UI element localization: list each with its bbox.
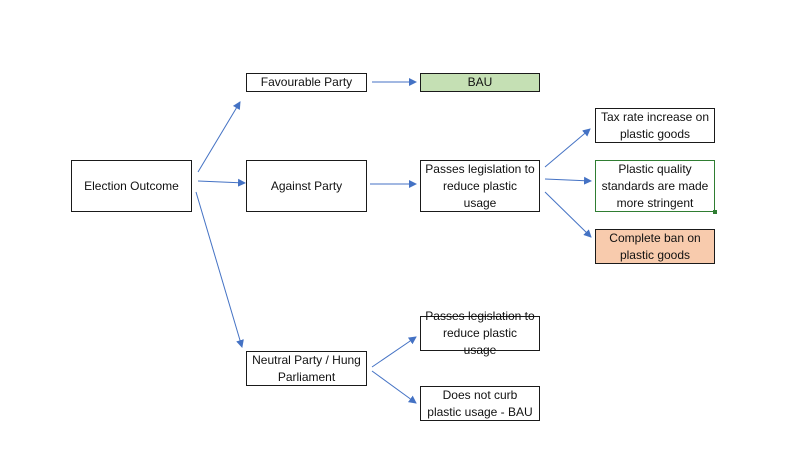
neutral-party-legislation-box[interactable]: Passes legislation to reduce plastic usa… (420, 309, 540, 357)
neutral-party-box[interactable]: Neutral Party / Hung Parliament (246, 351, 367, 386)
neutral-party-label: Neutral Party / Hung Parliament (252, 352, 361, 384)
resize-handle[interactable] (713, 210, 717, 214)
tax-increase-label: Tax rate increase on plastic goods (600, 109, 710, 141)
arrow-against-legislation-to-complete-ban (544, 191, 592, 238)
complete-ban-box[interactable]: Complete ban on plastic goods (595, 229, 715, 264)
arrow-against-legislation-to-quality-standards (544, 176, 592, 185)
quality-standards-label: Plastic quality standards are made more … (601, 161, 709, 210)
bau-box[interactable]: BAU (420, 73, 540, 92)
arrow-neutral-party-to-no-curb (371, 370, 417, 404)
against-party-legislation-box[interactable]: Passes legislation to reduce plastic usa… (420, 160, 540, 212)
no-curb-box[interactable]: Does not curb plastic usage - BAU (420, 386, 540, 421)
against-party-box[interactable]: Against Party (246, 160, 367, 212)
no-curb-label: Does not curb plastic usage - BAU (427, 387, 533, 419)
favourable-party-label: Favourable Party (260, 75, 353, 89)
arrow-against-legislation-to-tax-increase (544, 128, 591, 168)
favourable-party-box[interactable]: Favourable Party (246, 73, 367, 92)
against-party-label: Against Party (270, 178, 343, 193)
arrow-election-outcome-to-favourable-party (197, 101, 241, 173)
neutral-party-legislation-label: Passes legislation to reduce plastic usa… (425, 309, 535, 357)
quality-standards-box[interactable]: Plastic quality standards are made more … (595, 160, 715, 212)
complete-ban-label: Complete ban on plastic goods (609, 230, 701, 262)
bau-label: BAU (467, 75, 493, 89)
election-outcome-box[interactable]: Election Outcome (71, 160, 192, 212)
arrow-election-outcome-to-against-party (197, 178, 246, 187)
against-party-legislation-label: Passes legislation to reduce plastic usa… (425, 161, 535, 210)
tax-increase-box[interactable]: Tax rate increase on plastic goods (595, 108, 715, 143)
arrow-election-outcome-to-neutral-party (195, 191, 244, 348)
election-outcome-label: Election Outcome (84, 178, 179, 193)
arrow-neutral-party-to-neutral-legislation (371, 336, 417, 368)
